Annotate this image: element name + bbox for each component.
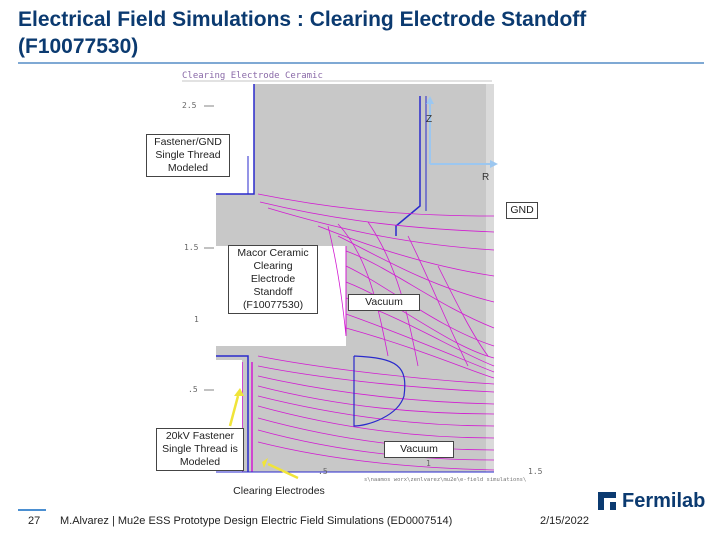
x-tick: 1.5 — [528, 467, 543, 476]
fastener-gnd-callout: Fastener/GND Single Thread Modeled — [146, 134, 230, 177]
fermilab-icon — [598, 492, 616, 510]
fastener-20kv-callout: 20kV Fastener Single Thread is Modeled — [156, 428, 244, 471]
y-tick: 1 — [194, 315, 199, 324]
gnd-callout: GND — [506, 202, 538, 219]
axis-z-label: Z — [426, 114, 432, 125]
axis-r-label: R — [482, 172, 489, 183]
vacuum-upper-callout: Vacuum — [348, 294, 420, 311]
footer-text: M.Alvarez | Mu2e ESS Prototype Design El… — [60, 515, 453, 527]
footer-accent — [18, 509, 46, 511]
slide-date: 2/15/2022 — [540, 515, 589, 527]
fermilab-logo: Fermilab — [596, 490, 705, 512]
y-tick: 1.5 — [184, 243, 199, 252]
macor-callout: Macor Ceramic Clearing Electrode Standof… — [228, 245, 318, 314]
clearing-electrodes-callout: Clearing Electrodes — [218, 484, 340, 499]
plot-title: Clearing Electrode Ceramic — [182, 71, 323, 81]
x-tick: .5 — [318, 467, 328, 476]
y-tick: 2.5 — [182, 101, 197, 110]
title-divider — [18, 62, 704, 64]
page-number: 27 — [28, 515, 41, 527]
y-tick: .5 — [188, 385, 198, 394]
logo-text: Fermilab — [622, 489, 706, 512]
path-text: s\naamos worx\zenlvarez\mu2e\e-field sim… — [364, 477, 526, 483]
x-tick: 1 — [426, 459, 431, 468]
vacuum-lower-callout: Vacuum — [384, 441, 454, 458]
slide-title: Electrical Field Simulations : Clearing … — [18, 8, 587, 58]
